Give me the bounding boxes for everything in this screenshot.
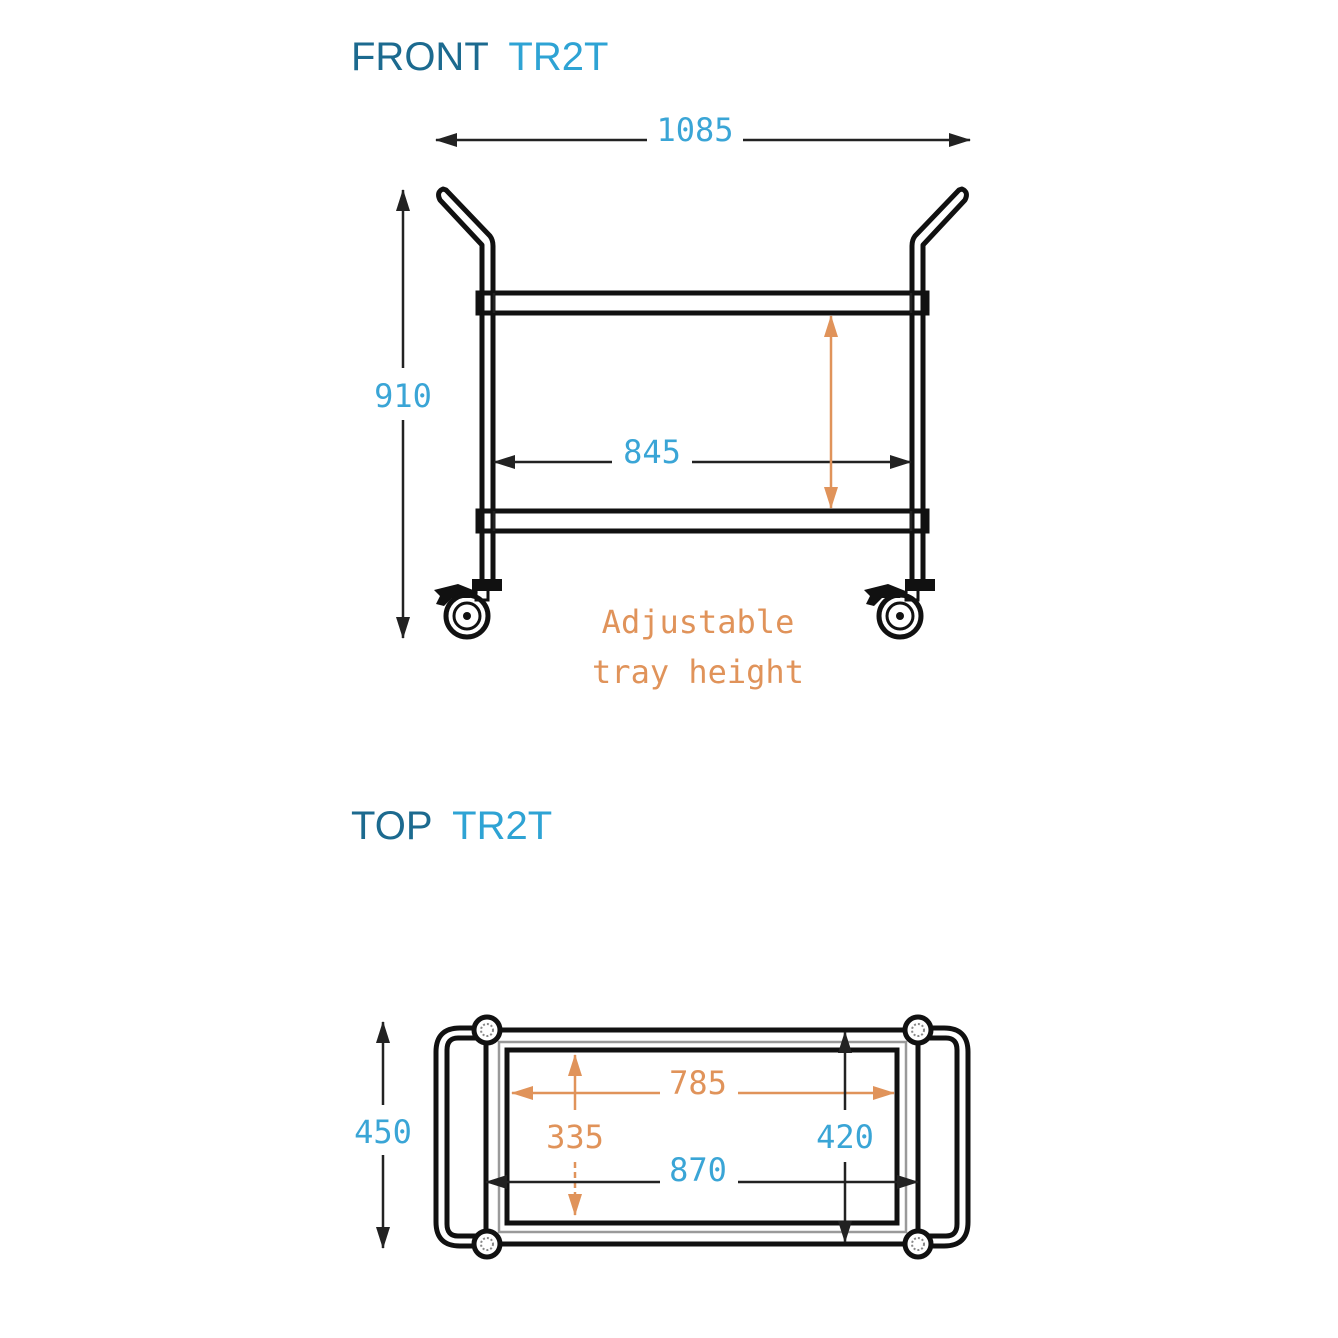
front-title-prefix: FRONT	[351, 35, 488, 79]
overall-height-dimension: 910	[374, 189, 432, 639]
top-title-model: TR2T	[452, 804, 552, 848]
overall-width-dimension: 1085	[435, 111, 971, 149]
castor-wheel-right	[864, 579, 935, 640]
trolley-front-drawing	[436, 186, 969, 583]
adjustable-note-line1: Adjustable	[602, 603, 795, 641]
tray-inner-width-dimension: 785	[511, 1064, 895, 1102]
castor-wheel-left	[434, 579, 502, 640]
front-title-model: TR2T	[508, 35, 608, 79]
top-title: TOP TR2T	[351, 804, 552, 848]
tray-inner-width-label: 785	[669, 1064, 727, 1102]
tray-inner-depth-label: 335	[546, 1118, 604, 1156]
overall-height-label: 910	[374, 377, 432, 415]
overall-depth-dimension: 450	[354, 1021, 412, 1249]
adjustable-note-line2: tray height	[592, 653, 804, 691]
tray-outer-width-dimension: 870	[485, 1151, 919, 1189]
tray-outer-depth-dimension: 420	[816, 1031, 874, 1243]
overall-depth-label: 450	[354, 1113, 412, 1151]
inner-width-label: 845	[623, 433, 681, 471]
castor-top-icon	[471, 1014, 934, 1260]
inner-width-dimension: 845	[493, 433, 912, 471]
overall-width-label: 1085	[656, 111, 733, 149]
trolley-top-drawing	[433, 1025, 971, 1249]
front-title: FRONT TR2T	[351, 35, 608, 79]
top-title-prefix: TOP	[351, 804, 432, 848]
front-view: FRONT TR2T 1085 910	[351, 35, 971, 691]
tray-inner-depth-dimension: 335	[546, 1054, 604, 1216]
tray-outer-depth-label: 420	[816, 1118, 874, 1156]
tray-outer-width-label: 870	[669, 1151, 727, 1189]
top-view: TOP TR2T 450	[351, 804, 971, 1260]
